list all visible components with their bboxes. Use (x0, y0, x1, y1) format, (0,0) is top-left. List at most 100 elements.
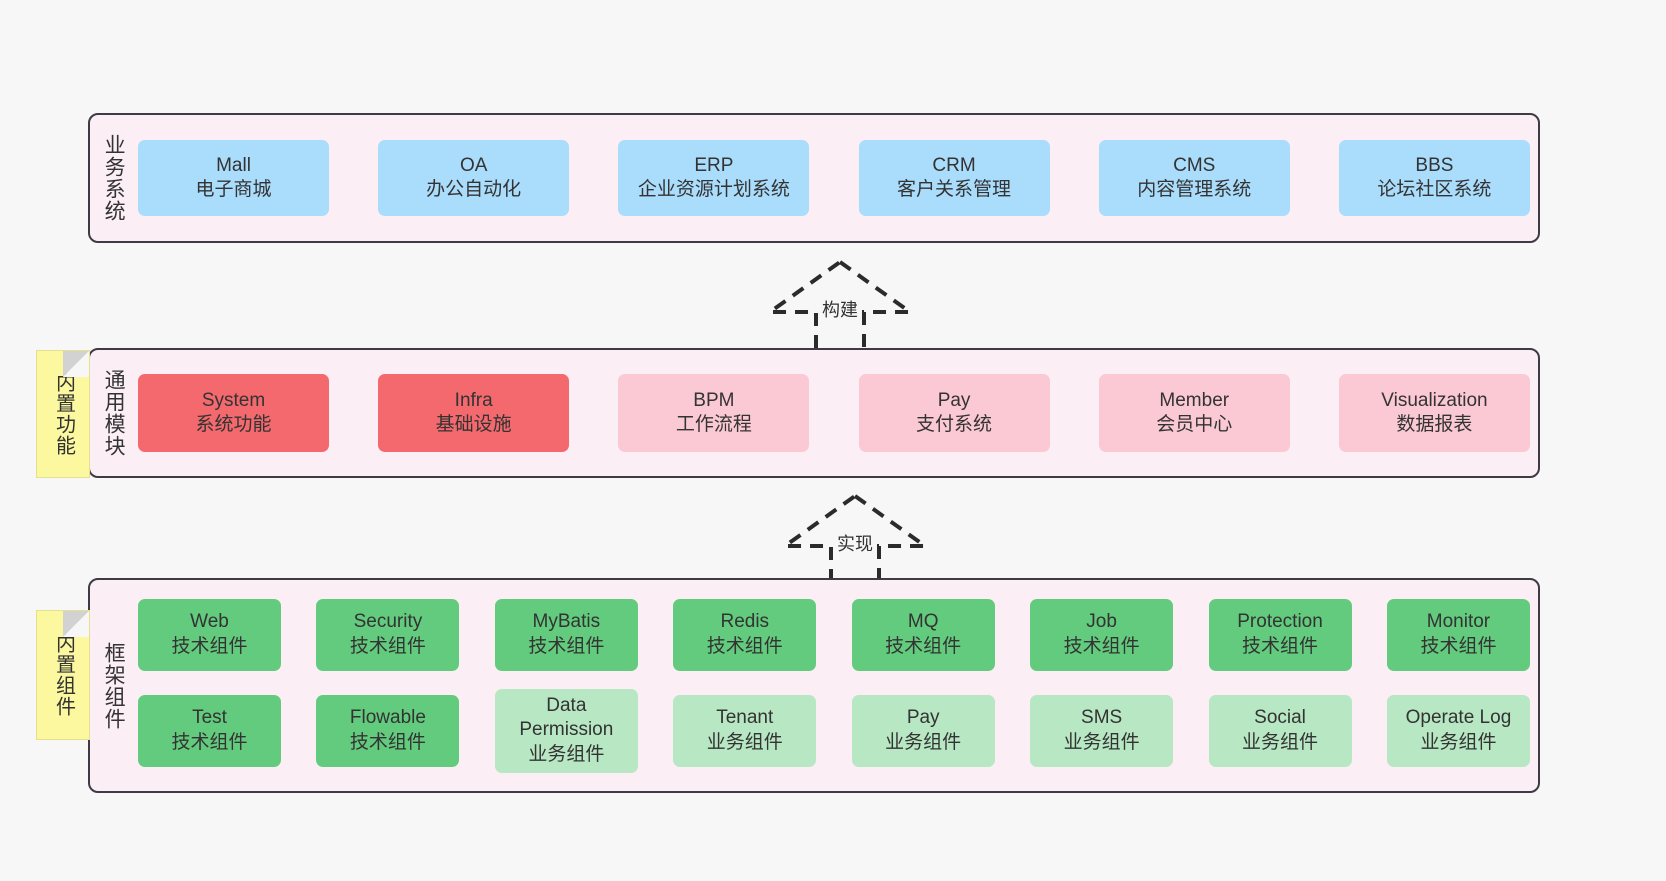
box-desc: 内容管理系统 (1137, 179, 1252, 200)
box-desc: 工作流程 (675, 414, 752, 435)
box-desc: 技术组件 (1063, 635, 1140, 657)
framework-box-security[interactable]: Security 技术组件 (316, 598, 460, 671)
common-modules-row: System 系统功能 Infra 基础设施 BPM 工作流程 Pay 支付系统… (138, 374, 1530, 452)
box-desc: 业务组件 (885, 731, 962, 753)
box-desc: 系统功能 (195, 414, 272, 435)
framework-box-sms[interactable]: SMS 业务组件 (1030, 694, 1174, 767)
framework-box-data-permission[interactable]: Data Permission 业务组件 (494, 688, 638, 773)
sticky-note-builtin-components: 内置组件 (36, 610, 90, 740)
framework-box-redis[interactable]: Redis 技术组件 (673, 598, 817, 671)
box-desc: 业务组件 (706, 731, 783, 753)
layer-business-systems-body: Mall 电子商城 OA 办公自动化 ERP 企业资源计划系统 CRM 客户关系… (136, 115, 1538, 241)
framework-box-social[interactable]: Social 业务组件 (1208, 694, 1352, 767)
box-name: Flowable (349, 707, 426, 729)
box-name: SMS (1081, 707, 1123, 729)
box-desc: 业务组件 (1420, 731, 1497, 753)
framework-box-mybatis[interactable]: MyBatis 技术组件 (494, 598, 638, 671)
layer-business-systems-title: 业务系统 (102, 134, 126, 222)
box-desc: 论坛社区系统 (1377, 179, 1492, 200)
framework-box-tenant[interactable]: Tenant 业务组件 (673, 694, 817, 767)
business-box-crm[interactable]: CRM 客户关系管理 (858, 140, 1050, 216)
box-desc: 技术组件 (349, 635, 426, 657)
arrow-implement-shape (778, 493, 932, 586)
arrow-build-shape (763, 259, 917, 352)
arrow-implement: 实现 (775, 490, 935, 590)
box-name: Mall (216, 154, 251, 176)
box-desc: 技术组件 (1242, 635, 1319, 657)
framework-box-job[interactable]: Job 技术组件 (1030, 598, 1174, 671)
framework-box-test[interactable]: Test 技术组件 (138, 694, 281, 767)
business-box-mall[interactable]: Mall 电子商城 (138, 140, 329, 216)
box-name: BBS (1415, 154, 1454, 176)
box-name: CMS (1173, 154, 1216, 176)
module-box-member[interactable]: Member 会员中心 (1098, 374, 1290, 452)
box-desc: 业务组件 (1242, 731, 1319, 753)
box-desc: 客户关系管理 (897, 179, 1012, 200)
box-desc: 技术组件 (171, 635, 248, 657)
layer-common-modules-body: System 系统功能 Infra 基础设施 BPM 工作流程 Pay 支付系统… (136, 350, 1538, 476)
box-desc: 业务组件 (1063, 731, 1140, 753)
business-box-bbs[interactable]: BBS 论坛社区系统 (1338, 140, 1530, 216)
box-name: Infra (454, 389, 493, 411)
box-name: Pay (906, 707, 940, 729)
arrow-implement-label: 实现 (837, 534, 873, 554)
business-box-cms[interactable]: CMS 内容管理系统 (1098, 140, 1290, 216)
box-desc: 数据报表 (1396, 414, 1473, 435)
framework-box-flowable[interactable]: Flowable 技术组件 (316, 694, 460, 767)
framework-box-monitor[interactable]: Monitor 技术组件 (1386, 598, 1530, 671)
box-name: Web (190, 611, 229, 633)
box-name: OA (459, 154, 488, 176)
business-box-erp[interactable]: ERP 企业资源计划系统 (618, 140, 810, 216)
box-name: CRM (932, 154, 976, 176)
layer-framework-components-title: 框架组件 (102, 641, 126, 730)
module-box-pay[interactable]: Pay 支付系统 (858, 374, 1050, 452)
box-name: Test (192, 707, 227, 729)
arrow-build: 构建 (760, 256, 920, 356)
layer-framework-components: 框架组件 Web 技术组件 Security 技术组件 MyBatis 技术组件 (88, 578, 1540, 793)
module-box-system[interactable]: System 系统功能 (138, 374, 329, 452)
layer-framework-components-body: Web 技术组件 Security 技术组件 MyBatis 技术组件 Redi… (136, 580, 1538, 791)
framework-rows: Web 技术组件 Security 技术组件 MyBatis 技术组件 Redi… (138, 598, 1530, 773)
box-desc: 技术组件 (706, 635, 783, 657)
module-box-bpm[interactable]: BPM 工作流程 (618, 374, 810, 452)
box-desc: 技术组件 (528, 635, 605, 657)
box-desc: 业务组件 (528, 743, 605, 765)
layer-common-modules-title: 通用模块 (102, 369, 126, 457)
box-name: Data Permission (519, 695, 614, 741)
box-name: Monitor (1426, 611, 1491, 633)
framework-box-protection[interactable]: Protection 技术组件 (1208, 598, 1352, 671)
framework-box-web[interactable]: Web 技术组件 (138, 598, 281, 671)
business-box-oa[interactable]: OA 办公自动化 (378, 140, 570, 216)
box-name: Tenant (716, 707, 774, 729)
box-name: Security (353, 611, 423, 633)
box-name: Visualization (1381, 389, 1488, 411)
module-box-visualization[interactable]: Visualization 数据报表 (1338, 374, 1530, 452)
business-systems-row: Mall 电子商城 OA 办公自动化 ERP 企业资源计划系统 CRM 客户关系… (138, 140, 1530, 216)
box-name: BPM (693, 389, 735, 411)
box-desc: 技术组件 (1420, 635, 1497, 657)
box-name: System (201, 389, 266, 411)
framework-box-mq[interactable]: MQ 技术组件 (851, 598, 995, 671)
box-desc: 技术组件 (885, 635, 962, 657)
box-desc: 会员中心 (1156, 414, 1233, 435)
box-name: Redis (720, 611, 770, 633)
box-name: MyBatis (532, 611, 601, 633)
box-desc: 技术组件 (349, 731, 426, 753)
box-desc: 基础设施 (435, 414, 512, 435)
box-desc: 电子商城 (195, 179, 272, 200)
box-name: Protection (1237, 611, 1323, 633)
box-name: Operate Log (1405, 707, 1512, 729)
box-name: MQ (907, 611, 939, 633)
box-desc: 企业资源计划系统 (637, 179, 790, 200)
sticky-note-builtin-functions: 内置功能 (36, 350, 90, 478)
framework-box-operate-log[interactable]: Operate Log 业务组件 (1386, 694, 1530, 767)
module-box-infra[interactable]: Infra 基础设施 (378, 374, 570, 452)
box-name: Member (1159, 389, 1230, 411)
box-name: Social (1254, 707, 1306, 729)
box-name: Pay (937, 389, 971, 411)
framework-box-pay[interactable]: Pay 业务组件 (851, 694, 995, 767)
box-desc: 支付系统 (916, 414, 993, 435)
layer-business-systems: 业务系统 Mall 电子商城 OA 办公自动化 ERP 企业资源计划系统 CRM… (88, 113, 1540, 243)
layer-common-modules: 通用模块 System 系统功能 Infra 基础设施 BPM 工作流程 Pay… (88, 348, 1540, 478)
